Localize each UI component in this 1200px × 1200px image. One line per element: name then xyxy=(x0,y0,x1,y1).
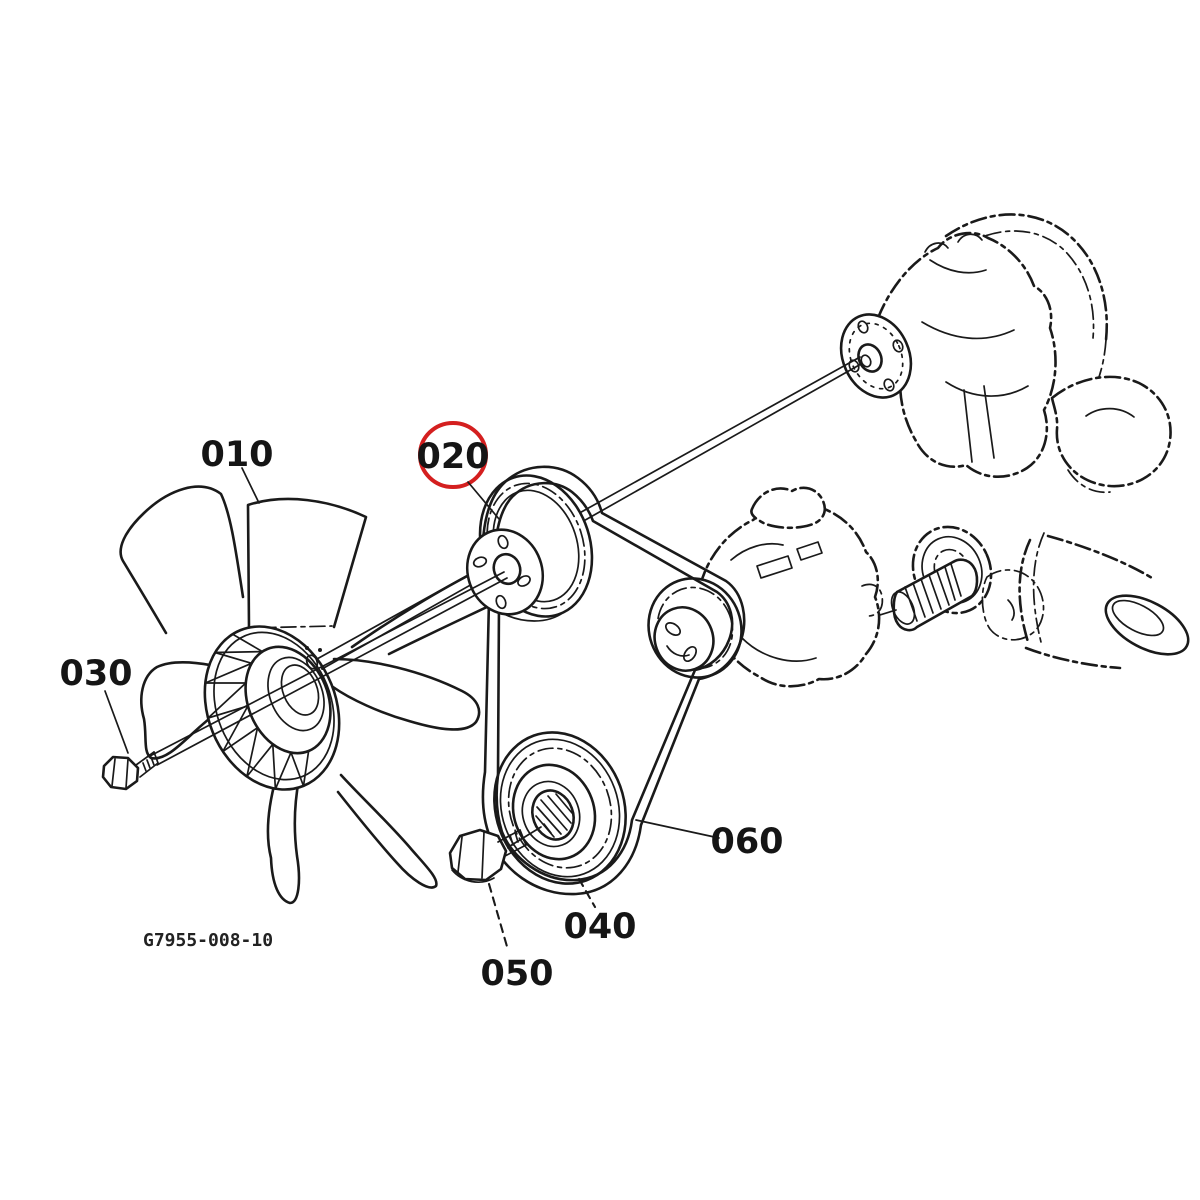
pump-gasket-arc-inner xyxy=(959,230,1095,339)
fan-bolt-illustration xyxy=(101,751,159,791)
pump-flange-bolt-circle xyxy=(848,322,904,390)
alternator-body-line xyxy=(741,637,817,662)
outlet-pipe-top xyxy=(1046,534,1154,580)
alternator-pulley-slot xyxy=(664,621,682,637)
callout-020: 020 xyxy=(416,437,489,477)
pump-lower-housing xyxy=(981,569,1045,641)
outlet-pipe-collar xyxy=(1018,538,1032,644)
pump-flange-hole xyxy=(883,378,895,392)
bolt-050-flange xyxy=(451,869,495,883)
pump-body-line xyxy=(963,389,973,463)
alternator-bracket xyxy=(750,486,827,530)
pump-flange xyxy=(839,313,913,399)
thermostat-housing xyxy=(1050,375,1172,488)
leader-line-040 xyxy=(577,877,597,909)
alternator-vent-slot xyxy=(756,555,793,579)
bolt-030-head xyxy=(101,755,140,791)
alternator-illustration xyxy=(647,486,884,688)
leader-line-010 xyxy=(241,467,260,504)
crank-pulley-hub xyxy=(521,780,581,848)
pump-gasket-arc xyxy=(944,213,1108,342)
pump-flange-hub-bore xyxy=(860,354,872,368)
fan-blade xyxy=(119,485,245,635)
fan-pulley-bore xyxy=(492,552,522,586)
fan-hub-dot xyxy=(318,648,322,652)
pump-body-line xyxy=(921,321,1015,340)
thermostat-housing-line xyxy=(1085,407,1135,418)
fan-pulley-hole xyxy=(497,534,509,550)
pulley-bolt-illustration xyxy=(448,828,527,883)
fan-blade xyxy=(266,776,301,905)
spline-shaft-end xyxy=(890,591,916,625)
bolt-050-head xyxy=(448,828,508,882)
crank-pulley-rim xyxy=(499,738,621,878)
leader-line-060 xyxy=(635,819,720,839)
pump-flange-hole xyxy=(848,359,860,373)
fan-pulley-illustration xyxy=(465,528,565,622)
fan-pulley-face xyxy=(465,528,545,616)
assembly-axis-lines-fan xyxy=(149,571,508,766)
fan-blade xyxy=(331,657,481,731)
leader-line-020 xyxy=(467,481,500,520)
pump-lower-housing-curl xyxy=(1007,599,1015,621)
belt-inner-edge xyxy=(493,481,734,882)
fan-hub-spokes xyxy=(204,633,310,790)
callout-060: 060 xyxy=(710,822,783,862)
pump-flange-hub xyxy=(857,343,883,373)
crank-pulley-spline-teeth xyxy=(535,793,573,838)
callout-040: 040 xyxy=(563,907,636,947)
leader-line-030 xyxy=(104,690,129,754)
highlight-circle-020 xyxy=(418,421,488,489)
callouts: 010 020 030 040 050 060 G7955-008-10 xyxy=(59,421,784,994)
callout-030: 030 xyxy=(59,654,132,694)
pump-body-line xyxy=(983,385,995,459)
callout-050: 050 xyxy=(480,954,553,994)
leader-line-050 xyxy=(487,882,510,952)
fan-pulley-hole xyxy=(495,594,507,610)
crank-pulley-illustration xyxy=(493,731,627,885)
belt-outer-edge xyxy=(481,465,746,896)
bolt-axis-line xyxy=(509,826,542,847)
pump-body xyxy=(876,231,1057,479)
alternator-pulley-arc xyxy=(666,645,690,657)
pump-boss xyxy=(957,233,983,243)
pump-flange-hole xyxy=(892,339,904,353)
pump-flange-hole xyxy=(857,320,869,334)
fan-illustration xyxy=(119,485,542,905)
alternator-pulley-slot xyxy=(682,645,698,663)
outlet-pipe-end xyxy=(1104,594,1190,656)
fan-hub-center xyxy=(305,654,319,670)
thermostat-housing-lobe xyxy=(1067,469,1111,494)
spline-shaft-teeth xyxy=(904,563,962,622)
alternator-vent-slot xyxy=(796,541,823,561)
pump-body-line xyxy=(945,381,1029,397)
pump-boss-line xyxy=(929,259,987,274)
pump-boss xyxy=(924,242,949,253)
drawing-number: G7955-008-10 xyxy=(143,930,273,951)
fan-blade xyxy=(246,497,368,630)
fan-hub-dot xyxy=(305,646,309,650)
callout-010: 010 xyxy=(200,435,273,475)
outlet-pipe-bottom xyxy=(1024,646,1122,670)
fan-blade xyxy=(336,773,438,889)
outlet-pipe-collar xyxy=(1032,532,1045,647)
outlet-pipe-lip xyxy=(1111,599,1165,637)
v-belt-illustration xyxy=(481,465,746,896)
crank-pulley-groove xyxy=(507,747,613,869)
fan-pulley-hole xyxy=(517,575,531,587)
water-pump-illustration xyxy=(791,213,1190,670)
fan-pulley-hole xyxy=(472,556,488,568)
alternator-body-line xyxy=(730,542,784,561)
alternator-rear-nub xyxy=(861,583,884,617)
fan-hub-rim-inner-line xyxy=(213,631,335,781)
